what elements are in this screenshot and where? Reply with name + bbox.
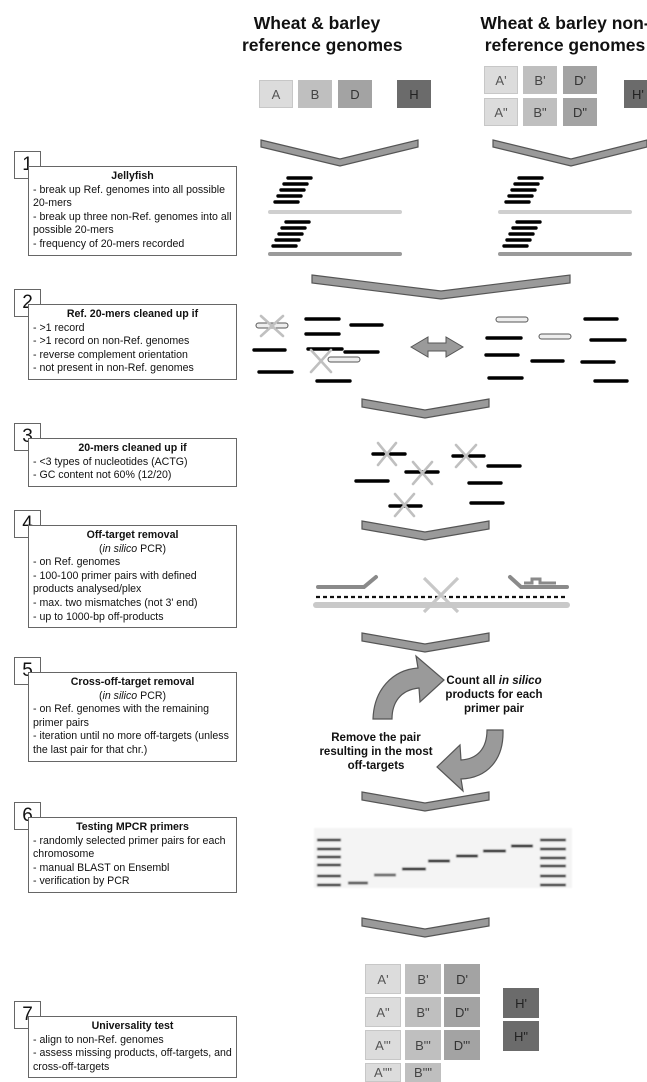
kmer-stack-nonref bbox=[498, 176, 632, 256]
kmer-stack-ref bbox=[268, 176, 402, 256]
genome-box-a-triple-prime: A"' bbox=[365, 1030, 401, 1060]
genome-box-d-double-prime: D" bbox=[444, 997, 480, 1027]
step-subtitle: (in silico PCR) bbox=[98, 542, 167, 555]
step3-kmers bbox=[354, 441, 522, 518]
step-item: - >1 record on non-Ref. genomes bbox=[33, 335, 190, 348]
genome-box-h-prime: H' bbox=[624, 80, 647, 108]
step-title: Testing MPCR primers bbox=[76, 821, 189, 833]
step-item: - manual BLAST on Ensembl bbox=[33, 861, 170, 874]
genome-box-h-double-prime: H" bbox=[503, 1021, 539, 1051]
reference-genomes-header: Wheat & barley reference genomes bbox=[242, 12, 403, 56]
step4-pcr-illustration bbox=[313, 575, 570, 614]
genome-box-b-prime: B' bbox=[405, 964, 441, 994]
step-item: - max. two mismatches (not 3' end) bbox=[33, 596, 198, 609]
chevron-down-icon bbox=[492, 139, 647, 167]
step-number: 5 bbox=[14, 657, 41, 685]
genome-box-b-double-prime: B" bbox=[523, 98, 557, 126]
genome-box-b: B bbox=[298, 80, 332, 108]
genome-box-d-prime: D' bbox=[563, 66, 597, 94]
double-arrow-icon bbox=[410, 336, 464, 358]
step-item: - align to non-Ref. genomes bbox=[33, 1033, 164, 1046]
genome-box-a-quadruple-prime: A"" bbox=[365, 1063, 401, 1082]
step-item: - GC content not 60% (12/20) bbox=[33, 469, 172, 482]
italic-term: in silico bbox=[498, 675, 542, 687]
genome-box-a: A bbox=[259, 80, 293, 108]
step-title: Universality test bbox=[91, 1020, 174, 1032]
step-box-universality-test: Universality test - align to non-Ref. ge… bbox=[28, 1016, 237, 1079]
italic-term: in silico bbox=[102, 542, 138, 555]
genome-box-d-prime: D' bbox=[444, 964, 480, 994]
step-item: - on Ref. genomes bbox=[33, 556, 121, 569]
genome-box-b-prime: B' bbox=[523, 66, 557, 94]
genome-box-a-double-prime: A" bbox=[365, 997, 401, 1027]
genome-box-b-triple-prime: B"' bbox=[405, 1030, 441, 1060]
non-reference-genomes-header: Wheat & barley non- reference genomes bbox=[470, 12, 647, 56]
genome-box-d-triple-prime: D"' bbox=[444, 1030, 480, 1060]
step-item: - break up Ref. genomes into all possibl… bbox=[33, 183, 225, 210]
step-item: - reverse complement orientation bbox=[33, 348, 188, 361]
step-title: 20-mers cleaned up if bbox=[78, 442, 187, 454]
cycle-arrows bbox=[372, 654, 504, 793]
step-box-jellyfish: Jellyfish - break up Ref. genomes into a… bbox=[28, 166, 237, 256]
step-item: - >1 record bbox=[33, 321, 85, 334]
step-item: - <3 types of nucleotides (ACTG) bbox=[33, 455, 188, 468]
chevron-down-icon bbox=[311, 274, 571, 300]
genome-box-a-prime: A' bbox=[365, 964, 401, 994]
genome-box-h-prime: H' bbox=[503, 988, 539, 1018]
label-text: products for each primer pair bbox=[445, 689, 543, 715]
header-line: reference genomes bbox=[242, 35, 403, 55]
chevron-down-icon bbox=[361, 917, 490, 938]
step-box-cross-off-target-removal: Cross-off-target removal (in silico PCR)… bbox=[28, 672, 237, 762]
genome-box-d-double-prime: D" bbox=[563, 98, 597, 126]
label-text: Count all bbox=[446, 675, 499, 687]
genome-box-b-double-prime: B" bbox=[405, 997, 441, 1027]
header-line: Wheat & barley bbox=[253, 13, 381, 33]
genome-box-a-prime: A' bbox=[484, 66, 518, 94]
step-box-ref-cleanup: Ref. 20-mers cleaned up if - >1 record -… bbox=[28, 304, 237, 380]
step-item: - on Ref. genomes with the remaining pri… bbox=[33, 703, 210, 729]
curved-arrow-icon bbox=[372, 654, 445, 720]
step-subtitle: (in silico PCR) bbox=[98, 689, 167, 702]
remove-pair-label: Remove the pair resulting in the most of… bbox=[319, 732, 433, 772]
step-item: - up to 1000-bp off-products bbox=[33, 610, 164, 623]
step-title: Cross-off-target removal bbox=[70, 676, 195, 688]
step2-kmers bbox=[252, 314, 629, 383]
step-item: - iteration until no more off-targets (u… bbox=[33, 730, 229, 756]
header-line: Wheat & barley non- bbox=[480, 13, 647, 33]
step-title: Jellyfish bbox=[111, 170, 154, 182]
gel-image bbox=[314, 828, 572, 888]
chevron-down-icon bbox=[260, 139, 419, 167]
step-title: Ref. 20-mers cleaned up if bbox=[66, 308, 199, 320]
chevron-down-icon bbox=[361, 632, 490, 653]
step-box-20mer-cleanup: 20-mers cleaned up if - <3 types of nucl… bbox=[28, 438, 237, 487]
header-line: reference genomes bbox=[484, 35, 646, 55]
step-item: - 100-100 primer pairs with defined prod… bbox=[33, 569, 197, 596]
subtitle-text: PCR bbox=[137, 689, 163, 702]
step-item: - not present in non-Ref. genomes bbox=[33, 362, 194, 375]
subtitle-text: PCR bbox=[137, 542, 163, 555]
chevron-down-icon bbox=[361, 520, 490, 541]
step-item: - frequency of 20-mers recorded bbox=[33, 237, 185, 250]
step-item: - randomly selected primer pairs for eac… bbox=[33, 834, 226, 861]
genome-box-a-double-prime: A" bbox=[484, 98, 518, 126]
curved-arrow-icon bbox=[436, 729, 504, 793]
chevron-down-icon bbox=[361, 398, 490, 419]
chevrons bbox=[260, 139, 647, 938]
chevron-down-icon bbox=[361, 791, 490, 812]
genome-box-b-quadruple-prime: B"" bbox=[405, 1063, 441, 1082]
genome-box-d: D bbox=[338, 80, 372, 108]
step-item: - assess missing products, off-targets, … bbox=[33, 1047, 232, 1073]
genome-box-h: H bbox=[397, 80, 431, 108]
step-box-testing-mpcr: Testing MPCR primers - randomly selected… bbox=[28, 817, 237, 893]
step-title: Off-target removal bbox=[86, 529, 179, 541]
step-number: 4 bbox=[14, 510, 41, 538]
step-number: 7 bbox=[14, 1001, 41, 1029]
step-box-off-target-removal: Off-target removal (in silico PCR) - on … bbox=[28, 525, 237, 629]
count-products-label: Count all in silico products for each pr… bbox=[432, 674, 556, 716]
italic-term: in silico bbox=[102, 689, 138, 702]
step-item: - break up three non-Ref. genomes into a… bbox=[33, 210, 232, 237]
step-item: - verification by PCR bbox=[33, 875, 130, 888]
